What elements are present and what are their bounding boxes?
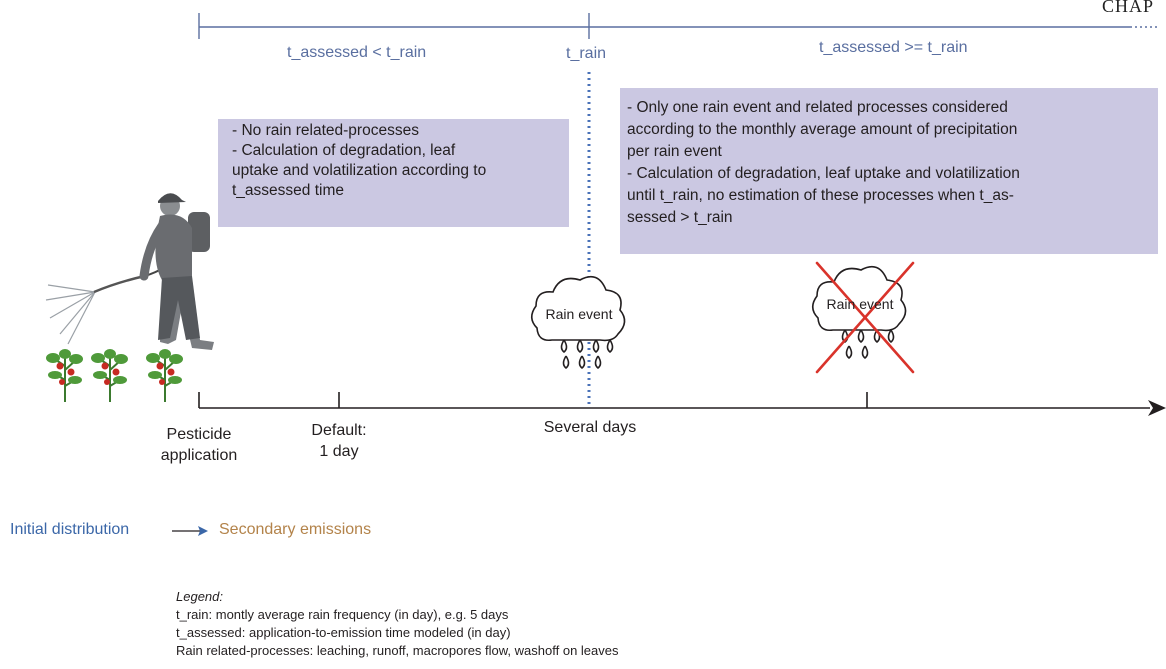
cross-icon (815, 261, 915, 374)
top-timeline (198, 13, 1160, 39)
flow-arrow-icon (172, 526, 208, 536)
legend-line: t_rain: montly average rain frequency (i… (176, 607, 509, 622)
legend-line: Rain related-processes: leaching, runoff… (176, 643, 619, 658)
box-right-line: - Only one rain event and related proces… (627, 99, 1008, 116)
info-box-after-rain: - Only one rain event and related proces… (620, 88, 1158, 254)
box-right-line: sessed > t_rain (627, 209, 733, 226)
info-box-before-rain: - No rain related-processes - Calculatio… (218, 119, 569, 227)
legend: Legend: t_rain: montly average rain freq… (176, 588, 618, 660)
time-axis (198, 392, 1166, 416)
initial-distribution-label: Initial distribution (10, 521, 130, 538)
default-line2: 1 day (319, 443, 359, 460)
rain-event-crossed-label: Rain event (826, 296, 894, 312)
legend-line: t_assessed: application-to-emission time… (176, 625, 511, 640)
axis-arrowhead-icon (1148, 400, 1166, 416)
rain-event-label: Rain event (545, 306, 613, 322)
box-left-line: - No rain related-processes (232, 122, 419, 139)
default-line1: Default: (311, 422, 367, 439)
rain-cloud-icon (530, 275, 626, 370)
box-left-line: - Calculation of degradation, leaf (232, 142, 456, 159)
sprayer-person-icon (45, 193, 214, 350)
crossed-rain-cloud-icon (811, 261, 915, 374)
box-right-line: until t_rain, no estimation of these pro… (627, 187, 1014, 204)
label-after-rain: t_assessed >= t_rain (819, 39, 968, 56)
axis-label-several-days: Several days (543, 419, 637, 436)
chapter-header: CHAP (1102, 0, 1155, 16)
label-before-rain: t_assessed < t_rain (287, 44, 427, 61)
axis-label-default: Default: 1 day (284, 420, 394, 462)
label-t-rain: t_rain (566, 45, 607, 62)
box-right-line: according to the monthly average amount … (627, 121, 1018, 138)
secondary-emissions-label: Secondary emissions (219, 521, 372, 538)
box-left-line: t_assessed time (232, 182, 344, 199)
application-line2: application (160, 447, 238, 464)
axis-label-application: Pesticide application (139, 424, 259, 466)
box-right-line: per rain event (627, 143, 722, 160)
application-line1: Pesticide (166, 426, 232, 443)
box-left-line: uptake and volatilization according to (232, 162, 487, 179)
tomato-plants-icon (46, 349, 183, 402)
box-right-line: - Calculation of degradation, leaf uptak… (627, 165, 1020, 182)
legend-title: Legend: (176, 589, 223, 604)
